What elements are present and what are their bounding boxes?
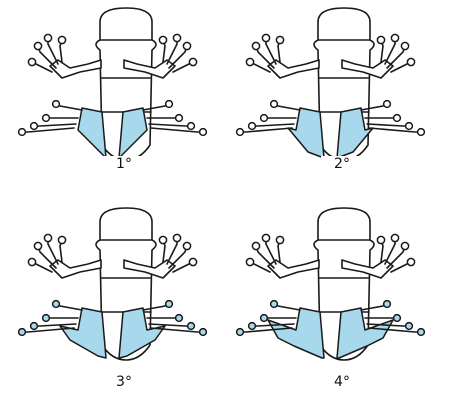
finger-pad bbox=[173, 234, 180, 241]
toe-pad bbox=[249, 323, 256, 330]
toe-pad bbox=[384, 101, 391, 108]
toe-pad bbox=[271, 301, 278, 308]
toe-pad bbox=[43, 315, 50, 322]
finger-pad bbox=[44, 34, 51, 41]
webbing-left bbox=[78, 108, 106, 158]
frog-diagram-4 bbox=[218, 200, 443, 398]
frog-panel-2: 2° bbox=[218, 0, 443, 198]
finger-pad bbox=[252, 42, 259, 49]
toe-pad bbox=[200, 129, 207, 136]
finger-pad bbox=[58, 36, 65, 43]
toe-pad bbox=[53, 101, 60, 108]
toe-pad bbox=[384, 301, 391, 308]
toe-pad bbox=[418, 129, 425, 136]
finger-pad bbox=[276, 236, 283, 243]
toe-pad bbox=[271, 101, 278, 108]
finger-pad bbox=[401, 42, 408, 49]
toe bbox=[34, 124, 76, 126]
toe-pad bbox=[19, 329, 26, 336]
degree-label-4: 4° bbox=[321, 374, 363, 390]
finger-pad bbox=[276, 36, 283, 43]
finger-pad bbox=[58, 236, 65, 243]
degree-label-3: 3° bbox=[103, 374, 145, 390]
frog-outline bbox=[19, 208, 207, 360]
finger-pad bbox=[391, 34, 398, 41]
finger-pad bbox=[159, 236, 166, 243]
toe bbox=[252, 124, 294, 126]
toe-pad bbox=[31, 123, 38, 130]
degree-label-1: 1° bbox=[103, 156, 145, 172]
finger-pad bbox=[377, 236, 384, 243]
finger-pad bbox=[401, 242, 408, 249]
toe-pad bbox=[53, 301, 60, 308]
toe-pad bbox=[200, 329, 207, 336]
toe-pad bbox=[261, 115, 268, 122]
finger-pad bbox=[262, 234, 269, 241]
toe bbox=[149, 124, 191, 126]
toe-pad bbox=[249, 123, 256, 130]
toe bbox=[240, 128, 292, 132]
webbing-left bbox=[288, 108, 324, 158]
finger-pad bbox=[34, 42, 41, 49]
toe-pad bbox=[188, 123, 195, 130]
toe-pad bbox=[406, 123, 413, 130]
frog-panel-3: 3° bbox=[0, 200, 225, 398]
toe bbox=[151, 128, 203, 132]
frog-panel-4: 4° bbox=[218, 200, 443, 398]
frog-outline bbox=[19, 8, 207, 160]
toe bbox=[22, 128, 74, 132]
finger-pad bbox=[28, 58, 35, 65]
finger-pad bbox=[34, 242, 41, 249]
degree-label-2: 2° bbox=[321, 156, 363, 172]
toe-pad bbox=[261, 315, 268, 322]
toe-pad bbox=[394, 115, 401, 122]
webbing-left bbox=[60, 308, 106, 358]
finger-pad bbox=[246, 258, 253, 265]
finger-pad bbox=[189, 258, 196, 265]
toe bbox=[149, 324, 191, 326]
toe-pad bbox=[406, 323, 413, 330]
finger-pad bbox=[28, 258, 35, 265]
finger-pad bbox=[252, 242, 259, 249]
toe bbox=[369, 128, 421, 132]
finger-pad bbox=[407, 58, 414, 65]
finger-pad bbox=[262, 34, 269, 41]
toe bbox=[34, 324, 76, 326]
finger-pad bbox=[391, 234, 398, 241]
toe-pad bbox=[176, 315, 183, 322]
finger-pad bbox=[159, 36, 166, 43]
webbing-left bbox=[268, 308, 324, 358]
finger-pad bbox=[173, 34, 180, 41]
toe-pad bbox=[394, 315, 401, 322]
toe-pad bbox=[31, 323, 38, 330]
toe-pad bbox=[418, 329, 425, 336]
finger-pad bbox=[246, 58, 253, 65]
finger-pad bbox=[44, 234, 51, 241]
frog-diagram-3 bbox=[0, 200, 225, 398]
toe-pad bbox=[237, 329, 244, 336]
toe-pad bbox=[237, 129, 244, 136]
frog-outline bbox=[237, 8, 425, 160]
finger-pad bbox=[183, 242, 190, 249]
finger-pad bbox=[189, 58, 196, 65]
toe bbox=[367, 124, 409, 126]
toe-pad bbox=[188, 323, 195, 330]
finger-pad bbox=[377, 36, 384, 43]
frog-outline bbox=[237, 208, 425, 360]
toe-pad bbox=[43, 115, 50, 122]
toe-pad bbox=[19, 129, 26, 136]
finger-pad bbox=[407, 258, 414, 265]
toe-pad bbox=[176, 115, 183, 122]
finger-pad bbox=[183, 42, 190, 49]
toe-pad bbox=[166, 301, 173, 308]
frog-panel-1: 1° bbox=[0, 0, 225, 198]
toe-pad bbox=[166, 101, 173, 108]
